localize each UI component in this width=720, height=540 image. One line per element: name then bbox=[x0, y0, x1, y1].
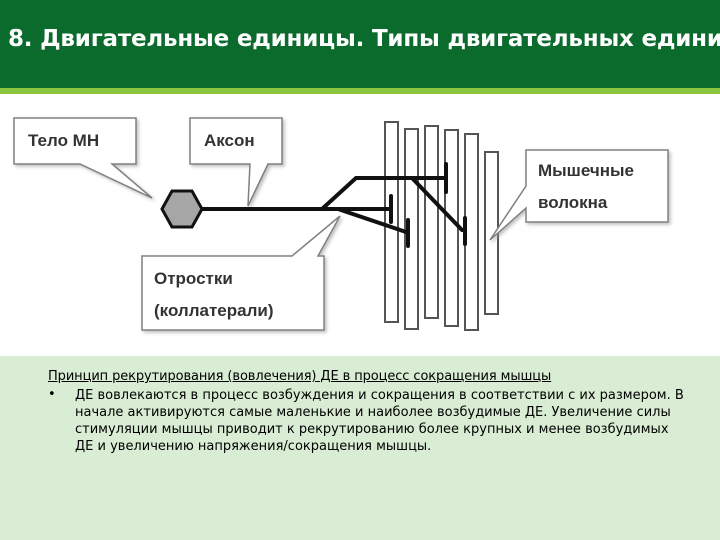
label-muscle-fibers-2: волокна bbox=[538, 193, 608, 212]
text-panel: Принцип рекрутирования (вовлечения) ДЕ в… bbox=[0, 356, 720, 540]
collateral-upper-branch bbox=[410, 176, 464, 232]
callout-axon bbox=[189, 117, 283, 207]
muscle-fiber bbox=[444, 129, 459, 327]
section-heading: Принцип рекрутирования (вовлечения) ДЕ в… bbox=[48, 369, 552, 384]
title-bar: 8. Двигательные единицы. Типы двигательн… bbox=[0, 0, 720, 88]
accent-divider bbox=[0, 88, 720, 94]
label-collaterals-1: Отростки bbox=[154, 269, 233, 288]
label-muscle-fibers-1: Мышечные bbox=[538, 161, 634, 180]
motor-neuron-body bbox=[160, 189, 204, 229]
muscle-fiber bbox=[424, 125, 439, 319]
axon-and-collaterals bbox=[194, 176, 464, 234]
diagram-canvas: Тело МН Аксон Мышечные волокна Отростки … bbox=[13, 117, 669, 331]
callout-collaterals bbox=[141, 215, 341, 331]
label-axon: Аксон bbox=[204, 131, 255, 150]
motor-end-plates bbox=[389, 162, 467, 248]
bullet-paragraph: ДЕ вовлекаются в процесс возбуждения и с… bbox=[75, 388, 684, 454]
slide-title: 8. Двигательные единицы. Типы двигательн… bbox=[8, 26, 720, 52]
collateral-lower bbox=[336, 207, 408, 234]
motor-unit-diagram: Тело МН Аксон Мышечные волокна Отростки … bbox=[0, 94, 720, 356]
bullet-marker: • bbox=[48, 387, 56, 402]
callout-mn-body bbox=[13, 117, 153, 199]
muscle-fibers bbox=[384, 121, 499, 331]
callout-muscle-fibers bbox=[489, 149, 669, 241]
label-mn-body: Тело МН bbox=[28, 131, 99, 150]
collateral-upper bbox=[320, 176, 448, 211]
label-collaterals-2: (коллатерали) bbox=[154, 301, 274, 320]
